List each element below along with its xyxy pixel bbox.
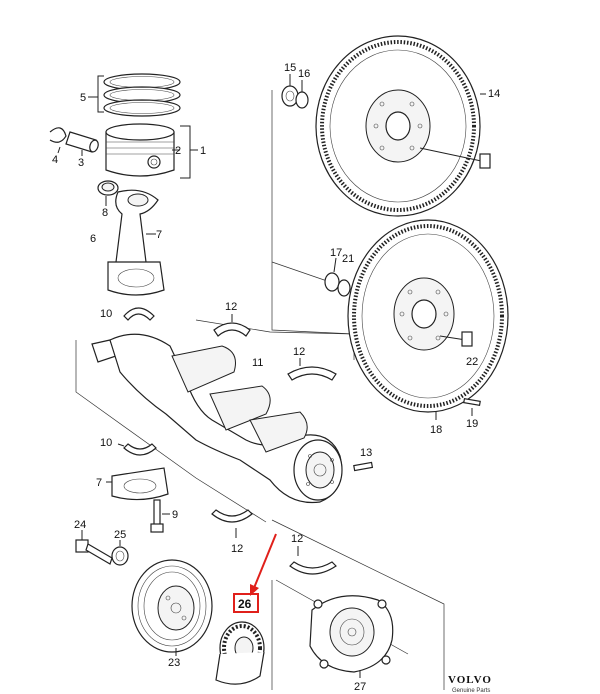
flexplate — [347, 219, 509, 413]
label-27: 27 — [354, 681, 366, 693]
label-11: 11 — [252, 357, 263, 369]
main-bearing-shell-upper-left — [213, 322, 251, 337]
label-1: 1 — [200, 145, 206, 157]
flywheel-bolt — [419, 147, 491, 169]
rod-bearing-shell-lower — [123, 443, 157, 456]
bolt — [150, 499, 164, 533]
label-19: 19 — [466, 418, 478, 430]
flexplate-pin — [463, 397, 481, 407]
label-18: 18 — [430, 424, 442, 436]
label-12-a: 12 — [225, 301, 237, 313]
flexplate-bolt — [439, 331, 473, 347]
spacer-bushing — [324, 272, 351, 297]
oil-pump — [309, 595, 394, 673]
brand-subtitle: Genuine Parts — [452, 688, 490, 694]
label-10-upper: 10 — [100, 308, 112, 320]
label-23: 23 — [168, 657, 180, 669]
washer — [111, 546, 129, 566]
main-bearing-shell-lower-right — [289, 561, 337, 575]
label-13: 13 — [360, 447, 372, 459]
connecting-rod — [97, 180, 165, 296]
crankshaft — [91, 333, 343, 504]
label-2: 2 — [175, 145, 181, 157]
label-22: 22 — [466, 356, 478, 368]
pilot-bearing — [281, 85, 309, 109]
label-15: 15 — [284, 62, 296, 74]
piston-pin — [65, 131, 99, 153]
label-25: 25 — [114, 529, 126, 541]
dowel-pin — [353, 461, 374, 472]
crankshaft-pulley — [131, 559, 213, 653]
label-9: 9 — [172, 509, 178, 521]
label-24: 24 — [74, 519, 86, 531]
bearing-cap — [111, 467, 169, 501]
highlight-box — [233, 593, 259, 613]
rod-bearing-shell — [123, 307, 155, 321]
label-8: 8 — [102, 207, 108, 219]
label-3: 3 — [78, 157, 84, 169]
circlip — [49, 127, 67, 143]
flywheel — [315, 35, 481, 217]
piston-rings — [103, 73, 181, 117]
label-7-upper: 7 — [156, 229, 162, 241]
label-12-c: 12 — [231, 543, 243, 555]
main-bearing-shell-lower-left — [211, 509, 253, 523]
brand-logo: VOLVO — [448, 674, 492, 686]
label-5: 5 — [80, 92, 86, 104]
label-26: 26 — [238, 597, 252, 611]
piston — [105, 123, 175, 177]
label-14: 14 — [488, 88, 500, 100]
label-12-b: 12 — [293, 346, 305, 358]
label-17: 17 — [330, 247, 342, 259]
label-6: 6 — [90, 233, 96, 245]
label-7-lower: 7 — [96, 477, 102, 489]
main-bearing-shell-upper-right — [287, 366, 337, 381]
label-4: 4 — [52, 154, 58, 166]
label-21: 21 — [342, 253, 354, 265]
label-10-lower: 10 — [100, 437, 112, 449]
label-12-d: 12 — [291, 533, 303, 545]
label-16: 16 — [298, 68, 310, 80]
timing-gear — [215, 621, 265, 685]
pulley-bolt — [75, 539, 113, 565]
